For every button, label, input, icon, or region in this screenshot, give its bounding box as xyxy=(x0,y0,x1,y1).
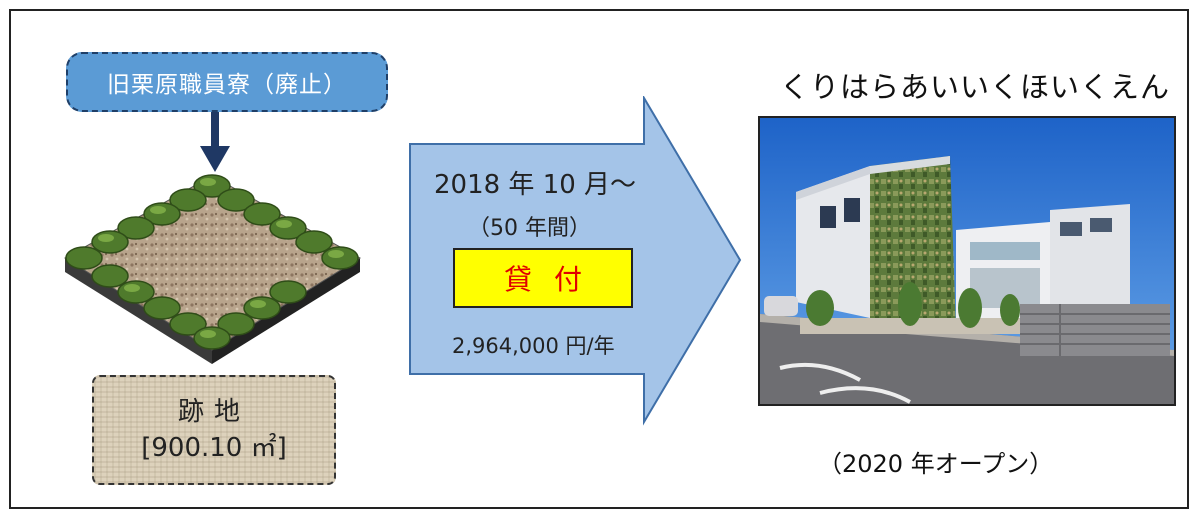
opening-year: （2020 年オープン） xyxy=(818,450,1054,478)
lend-label: 貸付 xyxy=(503,263,604,296)
nursery-photo xyxy=(758,116,1176,406)
former-dormitory-label: 旧栗原職員寮（廃止） xyxy=(66,52,388,112)
nursery-building-image xyxy=(760,118,1174,404)
lease-duration: （50 年間） xyxy=(468,216,591,241)
site-area: [900.10 ㎡] xyxy=(141,433,287,463)
lend-label-box: 貸付 xyxy=(453,248,633,308)
nursery-name: くりはらあいいくほいくえん xyxy=(780,70,1171,104)
site-info-box: 跡地 [900.10 ㎡] xyxy=(92,375,336,485)
annual-rent: 2,964,000 円/年 xyxy=(452,334,615,358)
lease-start-date: 2018 年 10 月～ xyxy=(434,170,637,200)
vacant-land-illustration xyxy=(64,174,361,364)
site-title: 跡地 xyxy=(177,397,250,427)
down-arrow-icon xyxy=(200,112,230,172)
former-dormitory-text: 旧栗原職員寮（廃止） xyxy=(107,72,347,98)
